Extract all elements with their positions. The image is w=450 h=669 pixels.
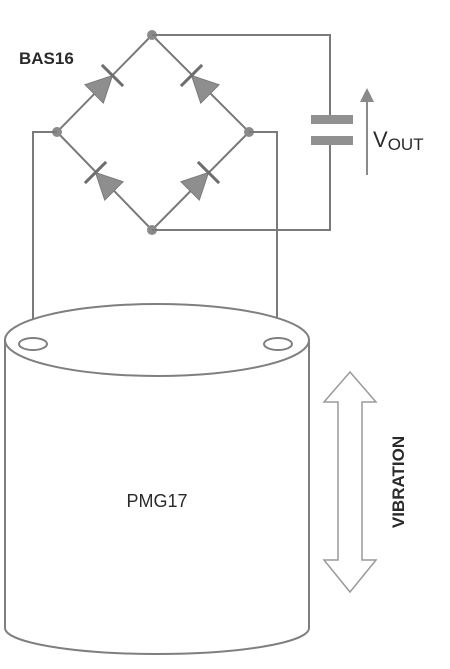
diode-upper-left (83, 63, 125, 105)
bridge-rectifier (52, 30, 254, 235)
vout-arrow (360, 88, 374, 175)
generator-cylinder (4, 303, 310, 655)
diode-lower-right (179, 160, 221, 202)
vout-label-subscript: OUT (388, 135, 424, 154)
lead-left (32, 131, 57, 342)
capacitor (311, 115, 353, 145)
device-label: PMG17 (126, 491, 187, 511)
cylinder-body (4, 339, 310, 655)
diode-lower-left (83, 160, 125, 202)
terminal-right (263, 337, 293, 351)
lead-right (249, 131, 278, 342)
vout-label: VOUT (373, 127, 424, 154)
wire-output-bottom (152, 145, 331, 231)
wire-output-top (152, 34, 331, 115)
vibration-label: VIBRATION (389, 436, 408, 528)
vibration-double-arrow (322, 370, 378, 594)
diode-part-label: BAS16 (19, 49, 74, 68)
capacitor-plate-bottom (311, 136, 353, 145)
diode-upper-right (179, 63, 221, 105)
vout-label-main: V (373, 127, 388, 152)
terminal-left (18, 337, 48, 351)
cylinder-top (4, 303, 310, 377)
capacitor-plate-top (311, 115, 353, 124)
